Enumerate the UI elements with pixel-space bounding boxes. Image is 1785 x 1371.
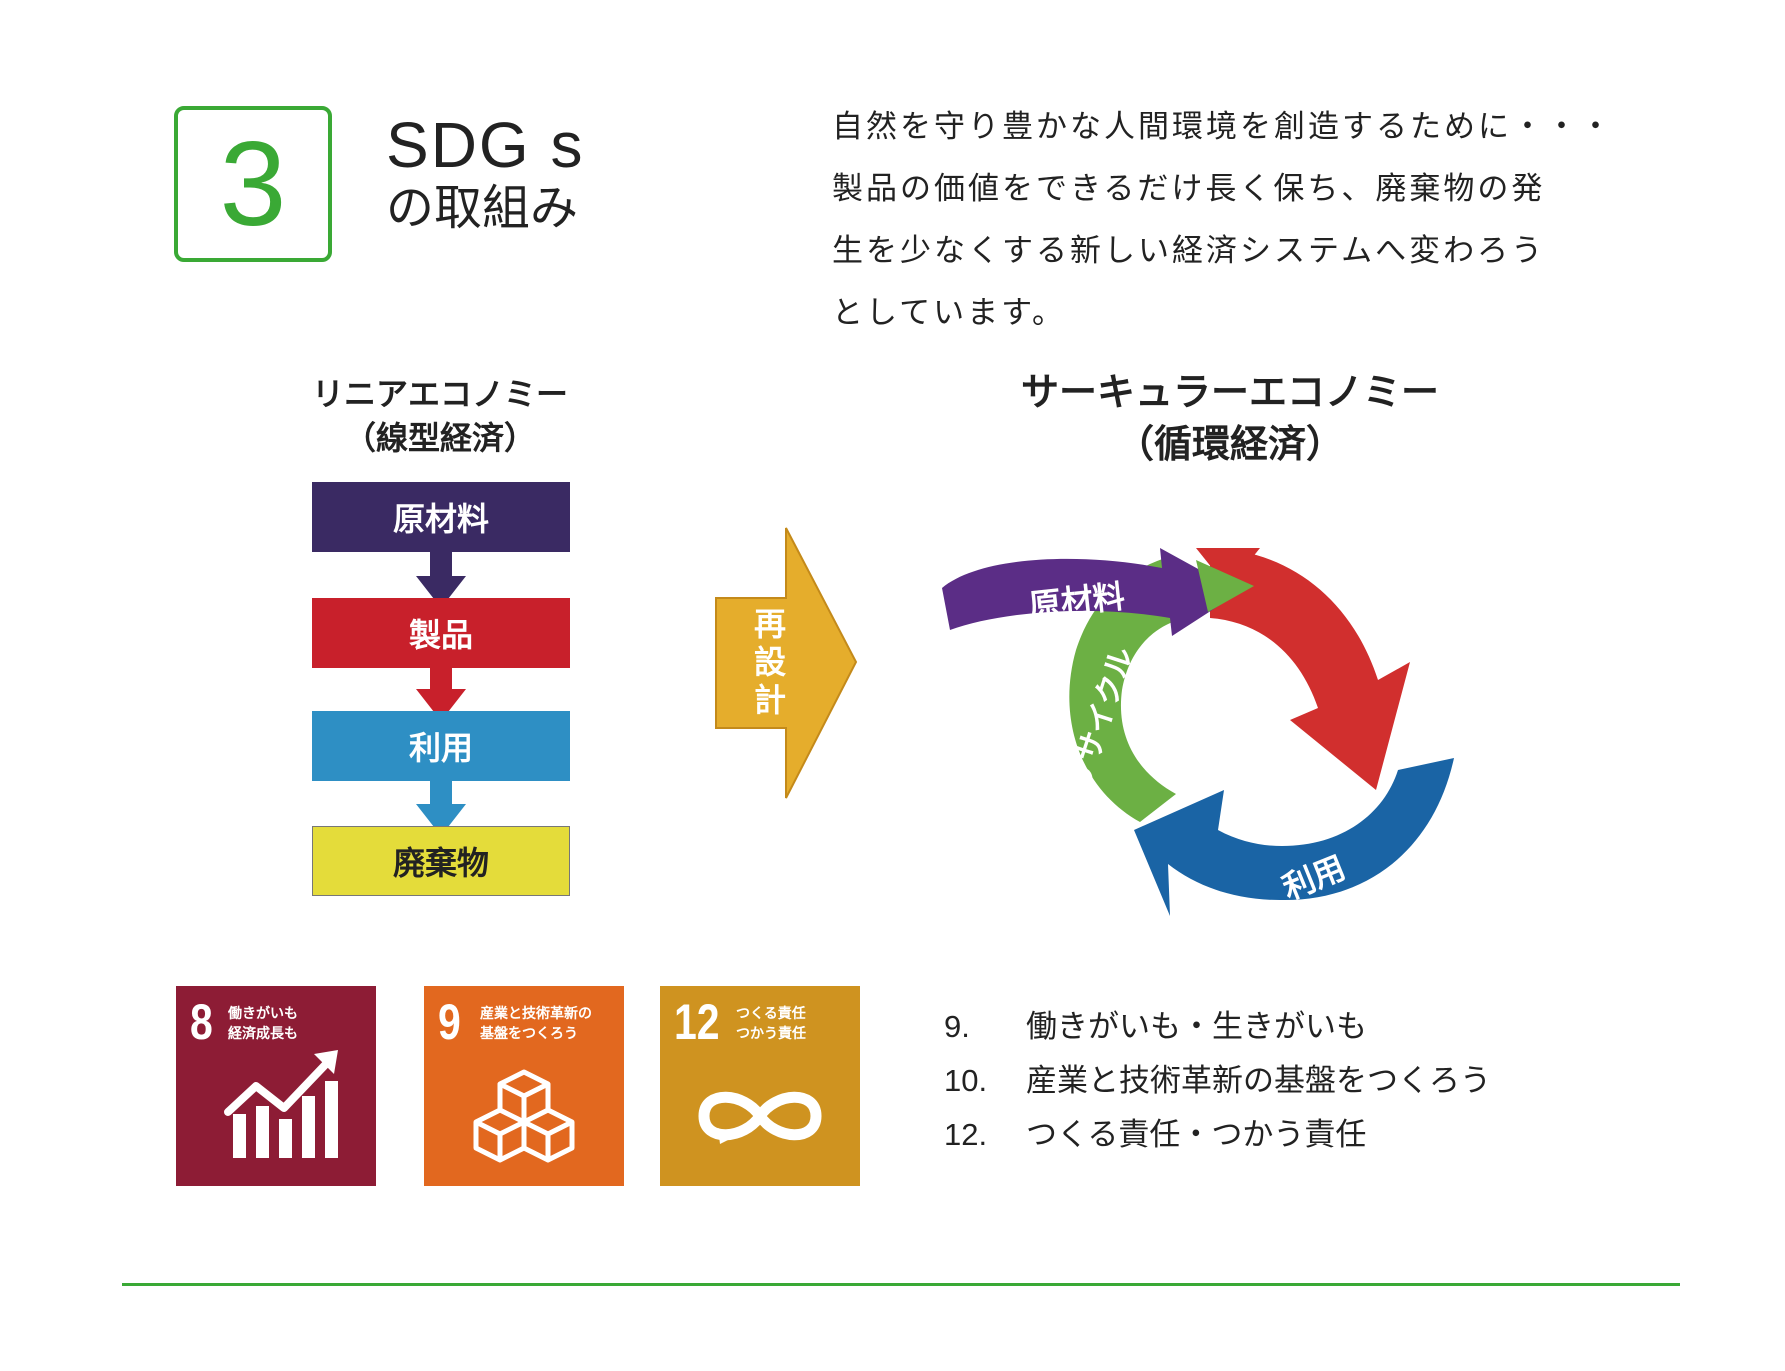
redesign-arrow: 再設計: [715, 527, 858, 799]
sdg-tile-number: 8: [190, 994, 213, 1050]
circular-economy-title: サーキュラーエコノミー （循環経済）: [1000, 366, 1460, 470]
sdg-tile-8: 8 働きがいも 経済成長も: [176, 986, 376, 1186]
bottom-divider: [122, 1283, 1680, 1286]
goal-item: 10. 産業と技術革新の基盤をつくろう: [944, 1054, 1491, 1108]
sdg-tile-label-line: 経済成長も: [228, 1026, 298, 1042]
redesign-arrow-shape: [715, 527, 858, 799]
sdg-tile-label-line: 働きがいも: [228, 1006, 298, 1022]
junction-accent: [1196, 560, 1254, 612]
intro-line: 生を少なくする新しい経済システムへ変わろう: [832, 233, 1546, 269]
inflow-arrow: [942, 548, 1240, 636]
sdg-tile-label-line: つかう責任: [736, 1026, 806, 1042]
circular-title-line1: サーキュラーエコノミー: [1020, 370, 1439, 414]
linear-flow-arrow: [430, 664, 452, 693]
linear-flow-arrow-head: [416, 576, 466, 608]
linear-step-label: 原材料: [392, 500, 489, 538]
intro-line: 製品の価値をできるだけ長く保ち、廃棄物の発: [832, 171, 1546, 207]
sdg-tile-number: 9: [438, 994, 461, 1050]
linear-step-waste: 廃棄物: [312, 826, 570, 896]
intro-paragraph: 自然を守り豊かな人間環境を創造するために・・・ 製品の価値をできるだけ長く保ち、…: [832, 96, 1672, 344]
cubes-icon: [473, 1069, 575, 1163]
infinity-icon: [698, 1091, 822, 1144]
product-arrow: [1210, 548, 1410, 790]
section-number-badge: 3: [174, 106, 332, 262]
intro-line: としています。: [832, 295, 1066, 331]
use-arrow: [1134, 758, 1454, 916]
chart-growth-icon: [224, 1050, 338, 1158]
goal-text: つくる責任・つかう責任: [1026, 1117, 1367, 1153]
redesign-label: 再設計: [754, 605, 786, 719]
sdg-tile-label: 産業と技術革新の 基盤をつくろう: [480, 1004, 592, 1044]
linear-title-line1: リニアエコノミー: [311, 375, 568, 413]
sdg-tile-9: 9 産業と技術革新の 基盤をつくろう: [424, 986, 624, 1186]
linear-step-label: 利用: [408, 729, 473, 767]
sdg-tile-label-line: 基盤をつくろう: [480, 1026, 578, 1042]
sdg-tile-12: 12 つくる責任 つかう責任: [660, 986, 860, 1186]
linear-step-product: 製品: [312, 598, 570, 668]
goal-item: 12. つくる責任・つかう責任: [944, 1108, 1491, 1162]
product-arrow-tail: [1196, 548, 1260, 588]
circular-economy-cycle: 原材料製品利用リサイクル: [942, 548, 1454, 916]
sdg-tile-number: 12: [674, 994, 720, 1050]
section-number: 3: [219, 117, 287, 251]
section-title-line1: SDG s: [386, 109, 585, 181]
linear-title-line2: （線型経済）: [343, 419, 536, 457]
sdg-tile-label: つくる責任 つかう責任: [736, 1004, 806, 1044]
goal-text: 産業と技術革新の基盤をつくろう: [1026, 1063, 1491, 1099]
goal-number: 10.: [944, 1063, 988, 1098]
goal-text: 働きがいも・生きがいも: [1026, 1009, 1367, 1045]
linear-step-use: 利用: [312, 711, 570, 781]
sdg-goals-list: 9. 働きがいも・生きがいも 10. 産業と技術革新の基盤をつくろう 12. つ…: [944, 1000, 1491, 1162]
goal-number: 12.: [944, 1117, 988, 1152]
linear-step-raw-material: 原材料: [312, 482, 570, 552]
sdg-tile-label-line: つくる責任: [736, 1006, 806, 1022]
product-label: 製品: [1360, 585, 1426, 653]
goal-item: 9. 働きがいも・生きがいも: [944, 1000, 1491, 1054]
recycle-arc: [1069, 556, 1178, 822]
linear-flow-arrow: [430, 548, 452, 580]
circular-title-line2: （循環経済）: [1115, 422, 1344, 466]
linear-flow-arrow-head: [416, 689, 466, 721]
linear-flow-arrow-head: [416, 804, 466, 836]
goal-number: 9.: [944, 1009, 970, 1044]
linear-step-label: 廃棄物: [392, 844, 489, 882]
linear-flow-arrows: [416, 548, 466, 836]
linear-flow-arrow: [430, 777, 452, 808]
section-title: SDG s の取組み: [386, 112, 584, 238]
intro-line: 自然を守り豊かな人間環境を創造するために・・・: [832, 109, 1614, 145]
section-title-line2: の取組み: [386, 180, 579, 236]
sdg-tile-label-line: 産業と技術革新の: [480, 1006, 592, 1022]
linear-step-label: 製品: [408, 616, 473, 654]
linear-economy-title: リニアエコノミー （線型経済）: [290, 372, 590, 460]
sdg-tile-label: 働きがいも 経済成長も: [228, 1004, 298, 1044]
